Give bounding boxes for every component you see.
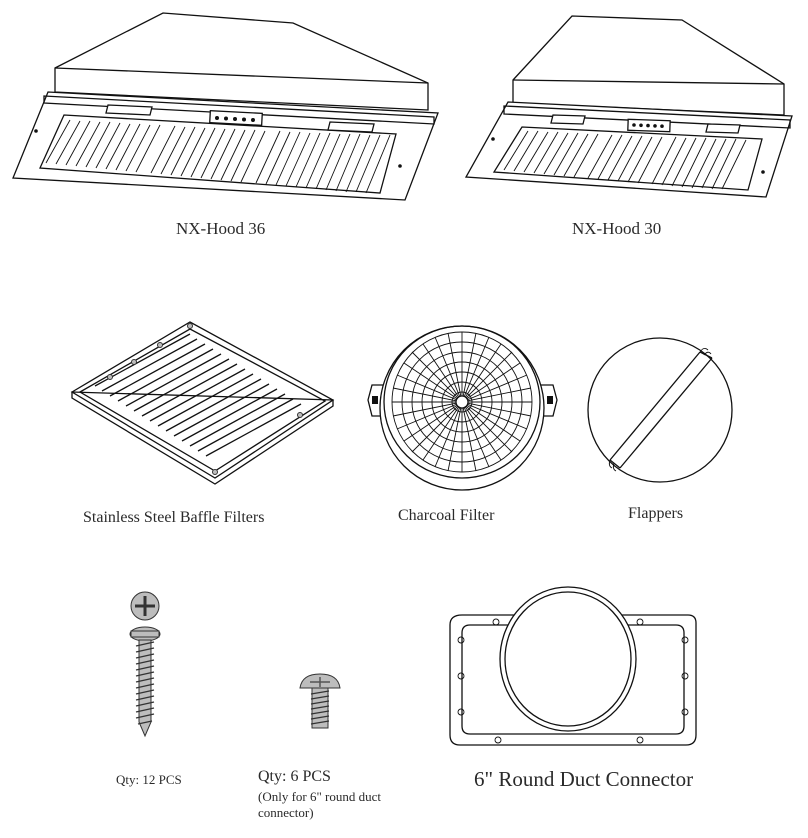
- flappers-label: Flappers: [628, 505, 684, 522]
- hood30-label: NX-Hood 30: [572, 219, 662, 238]
- baffle-filter-label: Stainless Steel Baffle Filters: [83, 509, 265, 526]
- hood36-label: NX-Hood 36: [176, 219, 266, 238]
- charcoal-filter-label: Charcoal Filter: [398, 507, 495, 524]
- long-screw-qty: Qty: 12 PCS: [116, 772, 182, 787]
- short-screw-qty: Qty: 6 PCS: [258, 768, 331, 785]
- duct-connector-label: 6" Round Duct Connector: [474, 767, 694, 791]
- short-screw-note-line2: connector): [258, 805, 314, 820]
- short-screw-note-line1: (Only for 6" round duct: [258, 789, 382, 804]
